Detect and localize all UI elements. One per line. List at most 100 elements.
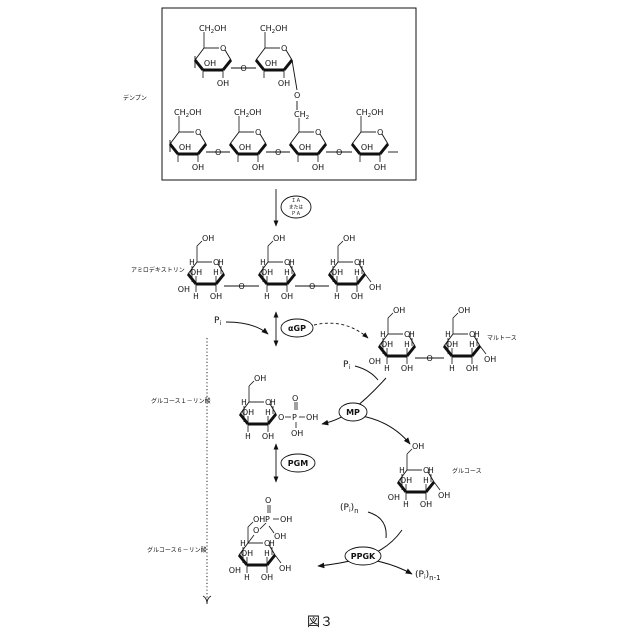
- substituent-label: OH: [351, 292, 363, 301]
- ring-bond: [290, 132, 299, 144]
- c2-oh: OH: [374, 163, 386, 172]
- ch2oh-label: CH2OH: [174, 108, 201, 119]
- g6p-structure: OOHHOHHHOHHOHOHOPOOHOH: [229, 496, 293, 582]
- polyphosphate-n-1: (Pi)n-1: [415, 570, 441, 582]
- substituent-label: OH: [381, 340, 393, 349]
- c6-oh: OH: [202, 234, 214, 243]
- substituent-label: H: [474, 330, 480, 339]
- substituent-label: OH: [281, 292, 293, 301]
- substituent-label: H: [189, 258, 195, 267]
- ring-bond: [230, 132, 239, 144]
- ring-bond: [256, 48, 265, 60]
- c2-oh: OH: [312, 163, 324, 172]
- glucose-ring: OCH2OHOHOH: [256, 24, 292, 88]
- substituent-label: OH: [262, 432, 274, 441]
- glycosidic-oxygen: O: [239, 282, 245, 291]
- substituent-label: H: [423, 476, 429, 485]
- c4-oh: OH: [369, 357, 381, 366]
- substituent-label: H: [359, 258, 365, 267]
- polyphosphate-n: (Pi)n: [340, 503, 359, 515]
- substituent-label: OH: [420, 500, 432, 509]
- mp-enzyme-label: MP: [346, 408, 360, 417]
- substituent-label: H: [260, 258, 266, 267]
- ring-bond: [170, 132, 179, 144]
- phosphorus: P: [265, 515, 270, 524]
- ring-bond-front: [198, 144, 206, 154]
- substituent-label: H: [409, 330, 415, 339]
- substituent-label: H: [264, 292, 270, 301]
- phosphorus: P: [292, 413, 297, 422]
- substituent-label: H: [213, 268, 219, 277]
- glucose-label: グルコース: [452, 467, 482, 475]
- c1-bond: [275, 555, 281, 563]
- c3-oh: OH: [239, 143, 251, 152]
- c1-oh: OH: [369, 283, 381, 292]
- g6p-label: グルコース６－リン酸: [147, 546, 207, 554]
- amylodextrin-label: アミロデキストリン: [131, 266, 185, 274]
- substituent-label: H: [241, 398, 247, 407]
- ring-bond-front: [230, 144, 238, 154]
- ring-bond-front: [380, 144, 388, 154]
- c1-oh: OH: [438, 491, 450, 500]
- substituent-label: H: [244, 573, 250, 582]
- ring-bond: [195, 48, 204, 60]
- c6-oh: OH: [412, 442, 424, 451]
- substituent-label: H: [240, 539, 246, 548]
- figure-caption: 図３: [307, 615, 333, 630]
- substituent-label: H: [270, 398, 276, 407]
- ppgk-in-curve: [368, 512, 386, 538]
- substituent-label: OH: [261, 268, 273, 277]
- ring-oxygen: O: [377, 128, 383, 137]
- ring-bond-front: [256, 60, 264, 70]
- ring-bond-front: [290, 144, 298, 154]
- glycosidic-oxygen: O: [427, 354, 433, 363]
- starch-label: デンプン: [123, 94, 147, 102]
- substituent-label: OH: [261, 573, 273, 582]
- phosphate-oh: OH: [306, 413, 318, 422]
- substituent-label: H: [218, 258, 224, 267]
- substituent-label: H: [284, 268, 290, 277]
- phosphate-oxygen: O: [265, 496, 271, 505]
- substituent-label: H: [399, 466, 405, 475]
- ring-oxygen: O: [315, 128, 321, 137]
- ppgk-enzyme-label: PPGK: [351, 552, 376, 561]
- phosphate-oh: OH: [280, 515, 292, 524]
- glucose-ring: O CH2OH OH OH: [230, 108, 266, 172]
- c1-bond: [434, 482, 440, 490]
- ch2oh-label: CH2OH: [260, 24, 287, 35]
- substituent-label: H: [245, 432, 251, 441]
- c1-oh: OH: [484, 355, 496, 364]
- substituent-label: OH: [242, 408, 254, 417]
- ch2oh-label: CH2OH: [234, 108, 261, 119]
- pi-agp-curve: [226, 322, 268, 334]
- ring-bond-front: [318, 144, 326, 154]
- c6-oh: OH: [254, 374, 266, 383]
- ring-bond-front: [195, 60, 203, 70]
- substituent-label: H: [380, 330, 386, 339]
- ring-oxygen: O: [255, 128, 261, 137]
- substituent-label: H: [289, 258, 295, 267]
- debranch-enzyme-line1: ＩＡ: [291, 198, 301, 204]
- ring-bond-front: [170, 144, 178, 154]
- c1-bond: [365, 274, 371, 282]
- c6-oh: OH: [458, 306, 470, 315]
- pi-mp: Pi: [343, 360, 350, 371]
- substituent-label: H: [330, 258, 336, 267]
- substituent-label: OH: [190, 268, 202, 277]
- glucose-ring: OOHHOHHHOHHOH: [329, 234, 381, 301]
- c3-oh: OH: [204, 59, 216, 68]
- c2-oh: OH: [217, 79, 229, 88]
- g1p-structure: OOHHOHHHOHHOPOOHOH: [240, 374, 318, 441]
- branch-oxygen: O: [294, 91, 300, 100]
- ch2oh-label: CH2OH: [356, 108, 383, 119]
- substituent-label: H: [469, 340, 475, 349]
- debranch-enzyme-line2: または: [289, 205, 304, 211]
- substituent-label: H: [404, 340, 410, 349]
- c6-oh: OH: [273, 234, 285, 243]
- ring-oxygen: O: [220, 44, 226, 53]
- maltose-label: マルトース: [487, 335, 517, 342]
- ring-bond-front: [284, 60, 292, 70]
- c4-oh: OH: [229, 566, 241, 575]
- c2-oh: OH: [252, 163, 264, 172]
